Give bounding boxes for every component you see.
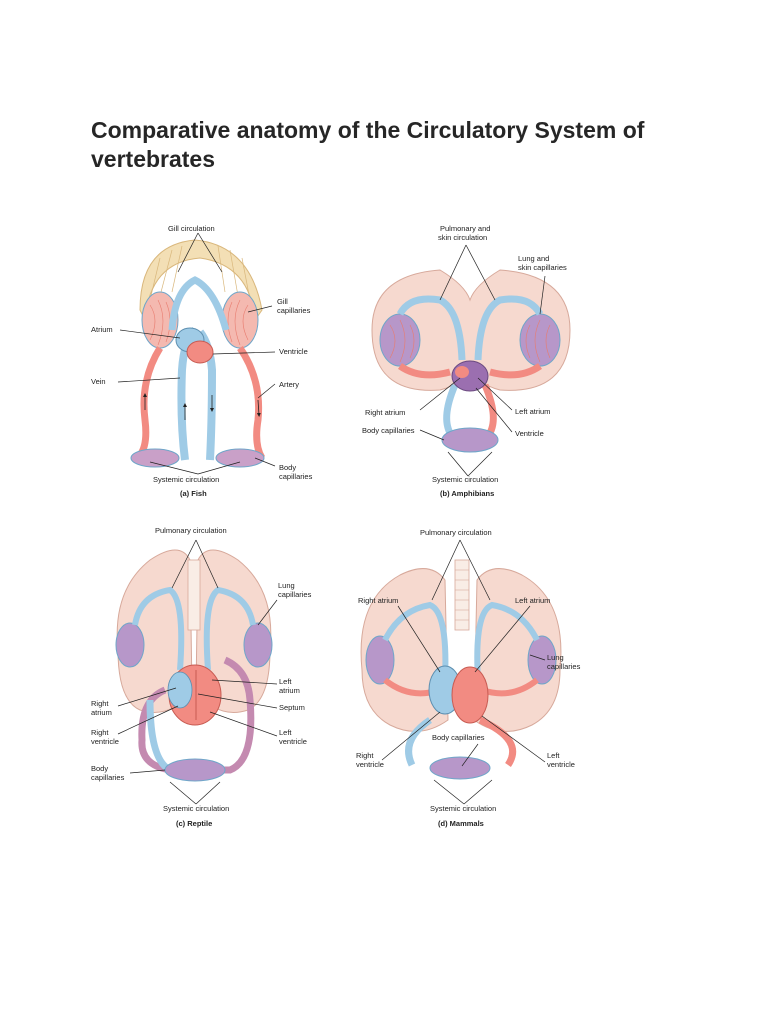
reptile-right-atrium-label: Right	[91, 699, 109, 708]
reptile-left-ventricle-label: Left	[279, 728, 292, 737]
mammal-pulmonary-label: Pulmonary circulation	[420, 528, 492, 537]
fish-body-capillaries-right	[215, 448, 265, 468]
reptile-systemic-loop	[138, 656, 255, 774]
panel-mammals: Pulmonary circulation Right atrium Left …	[356, 528, 581, 828]
reptile-septum-label: Septum	[279, 703, 305, 712]
mammal-left-heart	[451, 666, 489, 724]
fish-systemic-circulation-label: Systemic circulation	[153, 475, 219, 484]
amphibian-systemic-circulation-label: Systemic circulation	[432, 475, 498, 484]
mammal-left-ventricle-label: Left	[547, 751, 560, 760]
amphibian-right-atrium-label: Right atrium	[365, 408, 405, 417]
reptile-lung-capillaries-label-2: capillaries	[278, 590, 312, 599]
mammal-right-atrium-label: Right atrium	[358, 596, 398, 605]
panel-reptile: Pulmonary circulation Lung capillaries L…	[91, 526, 312, 828]
amphibian-body-capillaries-label: Body capillaries	[362, 426, 415, 435]
amphibian-lung-capillaries-label-2: skin capillaries	[518, 263, 567, 272]
page-title: Comparative anatomy of the Circulatory S…	[91, 117, 645, 172]
reptile-body-capillaries-label: Body	[91, 764, 108, 773]
reptile-body-capillaries	[164, 758, 226, 782]
fish-artery	[237, 346, 266, 460]
panel-amphibians: Pulmonary and skin circulation Lung and …	[362, 224, 571, 498]
fish-body-capillaries-label-2: capillaries	[279, 472, 313, 481]
mammal-body-capillaries	[429, 756, 491, 780]
mammal-lung-capillaries-label-2: capillaries	[547, 662, 581, 671]
fish-gill-capillaries-label: Gill	[277, 297, 288, 306]
amphibian-pulmonary-label-2: skin circulation	[438, 233, 487, 242]
fish-body-capillaries-label: Body	[279, 463, 296, 472]
fish-ventricle-label: Ventricle	[279, 347, 308, 356]
reptile-left-ventricle-label-2: ventricle	[279, 737, 307, 746]
fish-artery-label: Artery	[279, 380, 299, 389]
mammal-systemic-circulation-label: Systemic circulation	[430, 804, 496, 813]
mammal-right-ventricle-label-2: ventricle	[356, 760, 384, 769]
mammal-lung-capillaries-label: Lung	[547, 653, 564, 662]
amphibian-lung-capillaries-label: Lung and	[518, 254, 549, 263]
mammal-right-ventricle-label: Right	[356, 751, 374, 760]
reptile-right-atrium-label-2: atrium	[91, 708, 112, 717]
amphibian-caption: (b) Amphibians	[440, 489, 494, 498]
mammal-body-capillaries-label: Body capillaries	[432, 733, 485, 742]
reptile-right-ventricle-label: Right	[91, 728, 109, 737]
fish-artery-left	[137, 346, 163, 458]
reptile-left-atrium-label: Left	[279, 677, 292, 686]
mammal-left-atrium-label: Left atrium	[515, 596, 550, 605]
fish-vein-label: Vein	[91, 377, 106, 386]
fish-gill-capillaries-label-2: capillaries	[277, 306, 311, 315]
amphibian-left-atrium-label: Left atrium	[515, 407, 550, 416]
fish-body-capillaries-left	[130, 448, 180, 468]
reptile-right-ventricle-label-2: ventricle	[91, 737, 119, 746]
reptile-caption: (c) Reptile	[176, 819, 212, 828]
reptile-lung-capillaries-label: Lung	[278, 581, 295, 590]
fish-ventricle	[186, 340, 214, 364]
reptile-left-atrium-label-2: atrium	[279, 686, 300, 695]
panel-fish: Gill circulation Gill capillaries Atrium…	[91, 224, 313, 498]
amphibian-pulmonary-label: Pulmonary and	[440, 224, 490, 233]
mammal-caption: (d) Mammals	[438, 819, 484, 828]
fish-caption: (a) Fish	[180, 489, 207, 498]
reptile-systemic-circulation-label: Systemic circulation	[163, 804, 229, 813]
mammal-trachea	[454, 559, 470, 631]
reptile-body-capillaries-label-2: capillaries	[91, 773, 125, 782]
amphibian-ventricle-label: Ventricle	[515, 429, 544, 438]
mammal-left-ventricle-label-2: ventricle	[547, 760, 575, 769]
fish-atrium-label: Atrium	[91, 325, 113, 334]
reptile-pulmonary-label: Pulmonary circulation	[155, 526, 227, 535]
fish-gill-circulation-label: Gill circulation	[168, 224, 215, 233]
amphibian-body-capillaries	[441, 427, 499, 453]
